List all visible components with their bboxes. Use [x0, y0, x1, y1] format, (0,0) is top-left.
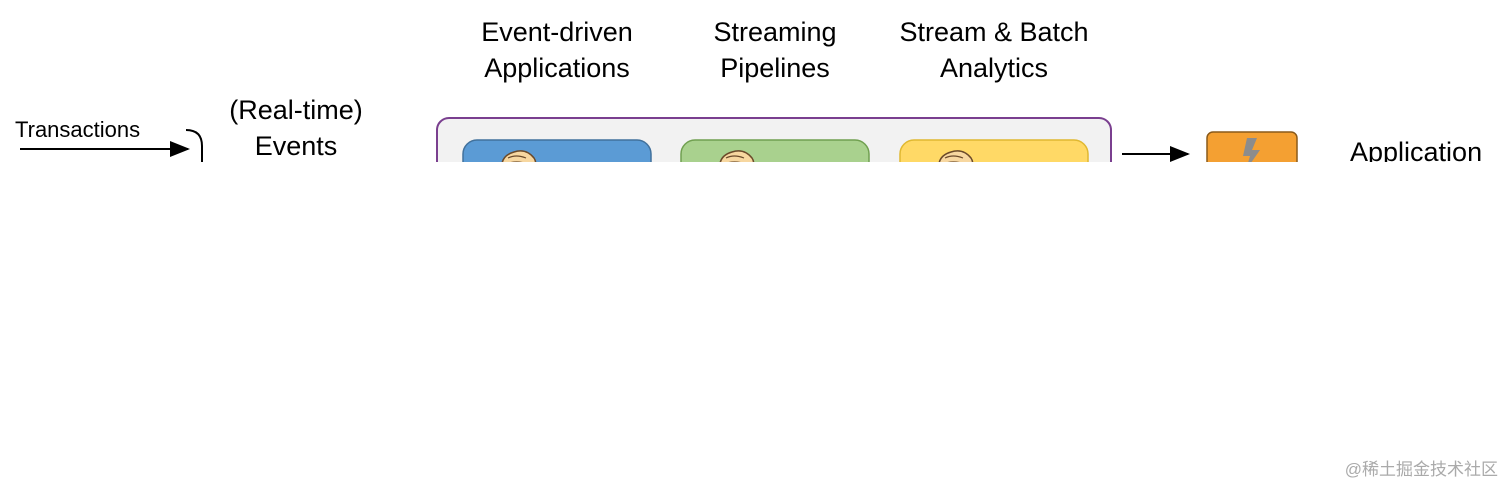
squirrel-icon [719, 150, 755, 162]
stream-batch-line2: Analytics [939, 53, 1049, 83]
streaming-line1: Streaming [713, 17, 837, 47]
event-driven-label: Event-driven Applications [457, 14, 657, 86]
stream-batch-line1: Stream & Batch [899, 17, 1089, 47]
squirrel-icon [501, 150, 537, 162]
event-driven-line1: Event-driven [481, 17, 633, 47]
squirrel-icon [938, 150, 974, 162]
application-label: Application [1350, 137, 1483, 162]
events-label-line2: Events [254, 131, 338, 161]
streaming-line2: Pipelines [720, 53, 830, 83]
streaming-label: Streaming Pipelines [675, 14, 875, 86]
event-driven-line2: Applications [484, 53, 630, 83]
stream-batch-label: Stream & Batch Analytics [884, 14, 1104, 86]
events-bracket [185, 129, 203, 162]
events-label-line1: (Real-time) [229, 95, 363, 125]
lightning-icon [1243, 138, 1260, 162]
watermark: @稀土掘金技术社区 [1344, 460, 1498, 479]
transactions-label: Transactions [15, 117, 141, 142]
events-label: (Real-time) Events [216, 92, 376, 164]
stream-batch-box [899, 139, 1089, 162]
event-driven-box [462, 139, 652, 162]
application-label-clip: Application [1300, 134, 1512, 162]
streaming-box [680, 139, 870, 162]
